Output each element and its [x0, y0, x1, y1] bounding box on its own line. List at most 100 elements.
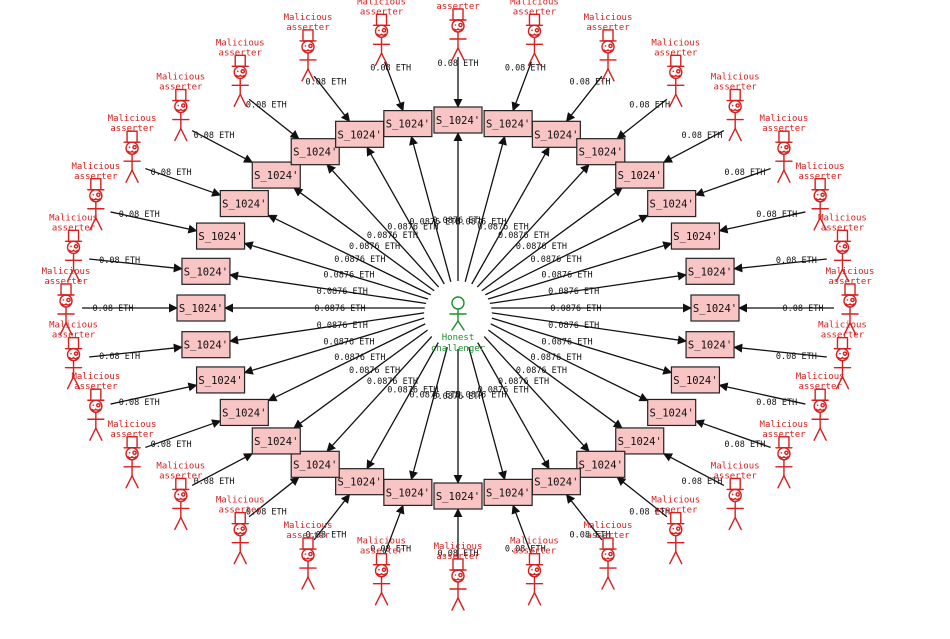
state-box-rect: [181, 331, 231, 359]
outer-edge-label: 0.08 ETH: [93, 304, 134, 314]
inner-edge-label: 0.0876 ETH: [317, 287, 368, 297]
inner-arrow: [480, 241, 673, 302]
outer-edge-label: 0.08 ETH: [570, 78, 611, 88]
inner-edge-label: 0.0876 ETH: [334, 255, 385, 265]
inner-arrow: [478, 214, 649, 299]
asserter-label-line2: asserter: [654, 506, 698, 516]
outer-edge-label: 0.08 ETH: [438, 549, 479, 559]
state-box-rect: [219, 189, 269, 218]
asserter-label-line1: Malicious: [796, 372, 845, 382]
inner-arrow: [478, 317, 649, 402]
inner-arrow: [482, 310, 687, 345]
malicious-asserter-figure-icon: [231, 54, 249, 108]
outer-edge-label: 0.08 ETH: [570, 530, 611, 540]
state-box: S_1024': [685, 257, 735, 285]
state-box-label: S_1024': [222, 199, 266, 211]
state-box-rect: [647, 398, 697, 427]
outer-edge-label: 0.08 ETH: [305, 530, 346, 540]
asserter-label-line2: asserter: [286, 23, 330, 33]
state-box: S_1024': [433, 482, 483, 510]
asserter-label-line2: asserter: [286, 531, 330, 541]
inner-arrow: [229, 271, 434, 306]
malicious-asserter-figure-icon: [841, 283, 859, 336]
malicious-asserter-figure-icon: [775, 436, 793, 489]
inner-edges: [224, 132, 692, 484]
inner-edge-label: 0.0876 ETH: [367, 231, 418, 241]
malicious-asserter-figure-icon: [833, 336, 852, 390]
asserter-label-line2: asserter: [762, 430, 806, 440]
asserter-label-line1: Malicious: [434, 542, 483, 552]
center-label-line1: Honest: [442, 333, 475, 343]
outer-arrow: [616, 98, 668, 140]
outer-edges: [82, 57, 834, 559]
state-box-label: S_1024': [486, 119, 530, 131]
state-box-rect: [685, 257, 735, 285]
inner-arrow: [462, 135, 507, 291]
state-box-label: S_1024': [534, 477, 578, 489]
asserter-label-line2: asserter: [513, 547, 557, 557]
state-box-rect: [251, 427, 301, 455]
state-box: S_1024': [670, 366, 721, 394]
inner-edge-label: 0.0876 ETH: [498, 377, 549, 387]
asserter-label-line1: Malicious: [510, 537, 559, 547]
state-box-label: S_1024': [579, 459, 623, 471]
inner-edge-label: 0.0876 ETH: [541, 270, 592, 280]
asserter-label-line1: Malicious: [651, 38, 700, 48]
state-box: S_1024': [335, 120, 385, 148]
asserter-label-line2: asserter: [360, 7, 404, 17]
state-box-label: S_1024': [618, 170, 662, 182]
outer-arrow: [662, 453, 725, 487]
state-box: S_1024': [690, 294, 740, 322]
malicious-asserter-figure-icon: [172, 88, 190, 142]
asserter-label-line2: asserter: [110, 430, 154, 440]
outer-arrow: [313, 493, 351, 541]
state-box-label: S_1024': [198, 375, 242, 387]
asserter-label-line2: asserter: [436, 2, 480, 12]
outer-edge-label: 0.08 ETH: [776, 256, 817, 266]
inner-arrow: [462, 325, 507, 481]
inner-arrow: [467, 324, 550, 470]
state-box-label: S_1024': [436, 491, 480, 503]
outer-edge-label: 0.08 ETH: [783, 304, 824, 314]
asserter-label-line1: Malicious: [818, 213, 867, 223]
inner-arrow: [475, 320, 623, 429]
state-box-rect: [531, 468, 581, 496]
outer-arrow: [248, 476, 300, 518]
malicious-asserter-figure-icon: [372, 13, 391, 66]
asserter-label-line2: asserter: [52, 223, 96, 233]
inner-edge-label: 0.0876 ETH: [531, 255, 582, 265]
asserter-label-line1: Malicious: [760, 114, 809, 124]
inner-edge-label: 0.0876 ETH: [409, 218, 460, 228]
inner-edge-label: 0.0876 ETH: [387, 223, 438, 233]
asserter-label-line2: asserter: [798, 382, 842, 392]
inner-edge-label: 0.0876 ETH: [541, 338, 592, 348]
state-box-rect: [335, 468, 385, 496]
malicious-asserter-figure-icon: [726, 477, 744, 531]
state-box-label: S_1024': [222, 407, 266, 419]
asserter-label-line2: asserter: [654, 48, 698, 58]
inner-arrow: [243, 314, 436, 375]
state-box-label: S_1024': [579, 147, 623, 159]
malicious-asserter-figure-icon: [811, 388, 829, 441]
state-box-label: S_1024': [254, 170, 298, 182]
state-box: S_1024': [615, 161, 665, 189]
malicious-asserter-figure-icon: [449, 558, 467, 611]
inner-arrow: [409, 325, 454, 481]
state-box-label: S_1024': [673, 375, 717, 387]
outer-edge-label: 0.08 ETH: [505, 64, 546, 74]
inner-arrow: [475, 187, 623, 296]
asserter-label-line2: asserter: [110, 124, 154, 134]
state-box: S_1024': [219, 398, 269, 427]
outer-arrow: [384, 504, 405, 555]
